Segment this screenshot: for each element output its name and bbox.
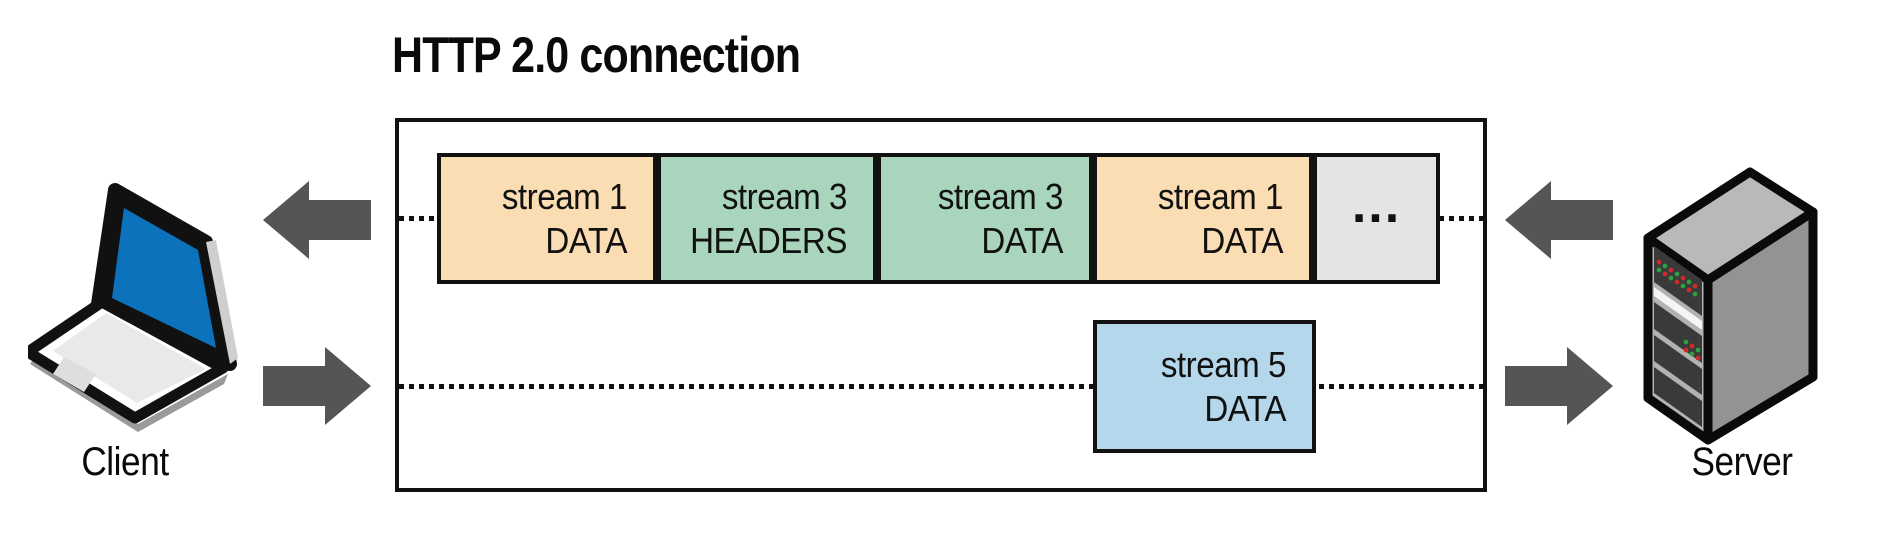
arrow-left-icon: [1505, 181, 1613, 259]
frame-stream1-data-first: stream 1 DATA: [437, 153, 657, 284]
diagram-title: HTTP 2.0 connection: [392, 27, 801, 83]
arrow-right-icon: [1505, 347, 1613, 425]
frame-stream3-data: stream 3 DATA: [877, 153, 1093, 284]
server-tower-icon: [1643, 167, 1818, 445]
frame-stream3-headers: stream 3 HEADERS: [657, 153, 877, 284]
dotted-line-server-bound: [399, 384, 1483, 389]
server-label: Server: [1691, 440, 1793, 484]
frame-stream1-data-second: stream 1 DATA: [1093, 153, 1313, 284]
ellipsis-dots: ...: [1351, 175, 1402, 234]
arrow-right-icon: [263, 347, 371, 425]
connection-box: [395, 118, 1487, 492]
frame-ellipsis: ...: [1313, 153, 1440, 284]
arrow-left-icon: [263, 181, 371, 259]
laptop-icon: [28, 183, 238, 432]
led-lights: [1656, 259, 1701, 361]
client-label: Client: [81, 440, 169, 484]
frame-stream5-data: stream 5 DATA: [1093, 320, 1316, 453]
